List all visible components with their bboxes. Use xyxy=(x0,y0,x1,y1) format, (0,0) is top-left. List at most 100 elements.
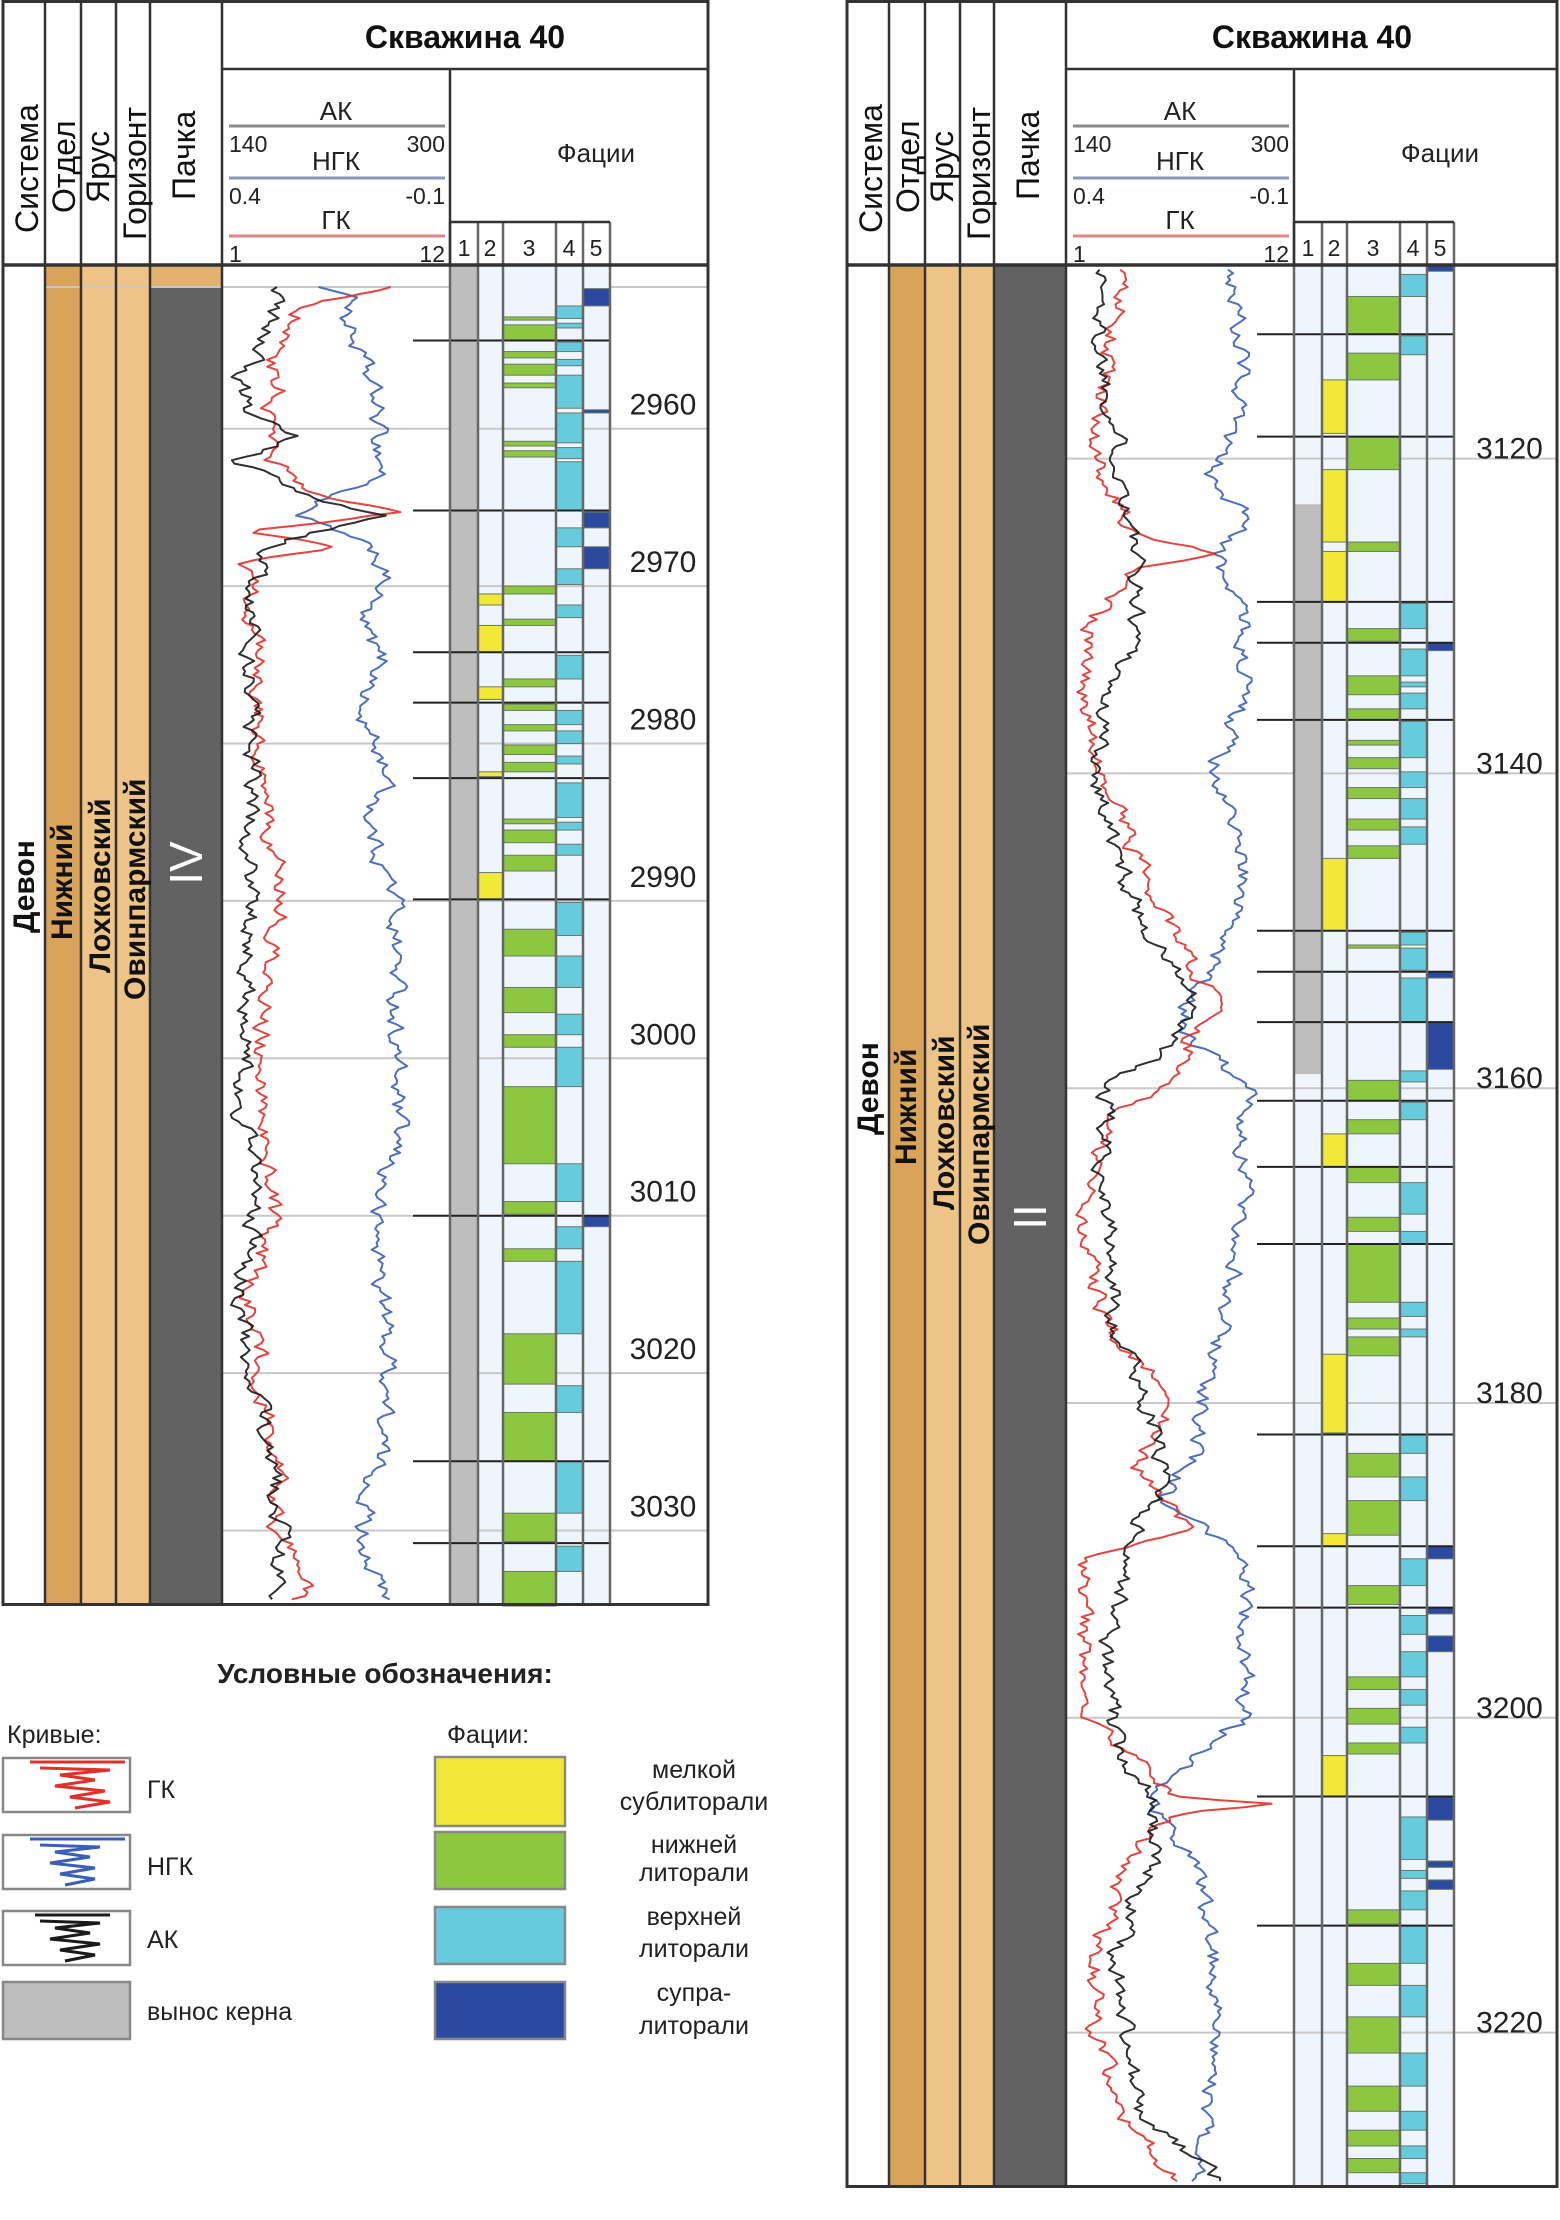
upper-littoral-interval xyxy=(555,654,584,680)
upper-littoral-interval xyxy=(555,527,584,548)
upper-littoral-interval xyxy=(1399,977,1428,1023)
legend-facies-label: супра- xyxy=(657,1979,732,2007)
lower-littoral-interval xyxy=(1346,1243,1401,1303)
upper-littoral-interval xyxy=(1399,931,1428,946)
lower-littoral-interval xyxy=(502,928,557,957)
scale1-min: 140 xyxy=(229,131,267,157)
lower-littoral-interval xyxy=(502,678,557,688)
facies-header: Фации xyxy=(1401,138,1479,168)
ngk-curve xyxy=(295,286,411,1601)
shallow-sublittoral-interval xyxy=(477,686,504,700)
lower-littoral-interval xyxy=(1346,1500,1401,1536)
header-system: Система xyxy=(9,104,45,233)
log-header-ngk: НГК xyxy=(1156,146,1204,176)
pachka-label: II xyxy=(1004,1204,1056,1230)
core-recovery-interval xyxy=(1294,504,1322,1075)
shallow-sublittoral-interval xyxy=(1321,1755,1348,1798)
facies-column-lines xyxy=(1292,222,1456,2187)
strat-system-label: Девон xyxy=(8,840,41,933)
panel-border xyxy=(1,0,710,1606)
lower-littoral-interval xyxy=(502,1201,557,1215)
upper-littoral-interval xyxy=(555,1385,584,1413)
lower-littoral-interval xyxy=(1346,352,1401,381)
pachka-label: IV xyxy=(160,841,212,885)
horizon-column xyxy=(116,265,150,1605)
lower-littoral-interval xyxy=(502,1333,557,1385)
upper-littoral-interval xyxy=(555,843,584,856)
shallow-sublittoral-interval xyxy=(477,624,504,653)
header-otdel: Отдел xyxy=(46,120,82,213)
strat-yarus-label: Лохковский xyxy=(84,798,117,973)
upper-littoral-interval xyxy=(555,821,584,831)
lower-littoral-interval xyxy=(502,818,557,825)
legend-upper-littoral-swatch xyxy=(433,1905,567,1966)
header-pachka: Пачка xyxy=(1010,111,1046,200)
facies-number-1: 1 xyxy=(1302,235,1315,261)
upper-littoral-interval xyxy=(1399,1984,1428,2018)
depth-label: 3010 xyxy=(630,1176,697,1209)
upper-littoral-interval xyxy=(1399,692,1428,710)
lower-littoral-interval xyxy=(1346,2158,1401,2174)
upper-littoral-interval xyxy=(555,901,584,937)
upper-littoral-interval xyxy=(1399,2110,1428,2131)
upper-littoral-interval xyxy=(555,1545,584,1572)
depth-label: 3030 xyxy=(630,1490,697,1523)
upper-littoral-interval xyxy=(1399,1869,1428,1879)
facies-number-5: 5 xyxy=(590,235,603,261)
upper-littoral-interval xyxy=(1399,273,1428,297)
log-header-ak: АК xyxy=(1164,96,1197,126)
header-otdel: Отдел xyxy=(890,120,926,213)
upper-littoral-interval xyxy=(555,782,584,818)
legend: Условные обозначения: Кривые: ГК НГК АК … xyxy=(1,1658,768,2041)
lower-littoral-interval xyxy=(502,1034,557,1048)
lower-littoral-interval xyxy=(502,1512,557,1543)
upper-littoral-interval xyxy=(1399,1070,1428,1083)
lower-littoral-interval xyxy=(502,450,557,458)
scale2-min: 0.4 xyxy=(229,183,261,209)
facies-header: Фации xyxy=(557,138,635,168)
ak-curve-icon xyxy=(35,1913,110,1963)
upper-littoral-interval xyxy=(555,447,584,460)
upper-littoral-interval xyxy=(1399,720,1428,759)
lower-littoral-interval xyxy=(1346,1707,1401,1725)
otdel-column xyxy=(889,265,925,2187)
legend-core-swatch xyxy=(1,1980,132,2041)
upper-littoral-interval xyxy=(1399,1433,1428,1454)
supralittoral-interval xyxy=(1426,1545,1455,1560)
lower-littoral-interval xyxy=(1346,2016,1401,2054)
supralittoral-interval xyxy=(1426,1860,1455,1868)
strat-system-label: Девон xyxy=(852,1042,885,1135)
legend-facies-label: сублиторали xyxy=(620,1788,768,1816)
lower-littoral-interval xyxy=(1346,1166,1401,1184)
upper-littoral-interval xyxy=(555,1013,584,1036)
depth-label: 3140 xyxy=(1476,747,1543,780)
ngk-curve xyxy=(1148,268,1258,2182)
yarus-column xyxy=(925,265,960,2187)
upper-littoral-interval xyxy=(555,604,584,619)
upper-littoral-interval xyxy=(1399,1558,1428,1587)
depth-label: 3000 xyxy=(630,1018,697,1051)
legend-facies-label: мелкой xyxy=(652,1756,736,1784)
upper-littoral-interval xyxy=(555,1460,584,1514)
upper-littoral-interval xyxy=(1399,1101,1428,1121)
upper-littoral-interval xyxy=(1399,2172,1428,2185)
strat-yarus-label: Лохковский xyxy=(928,1035,961,1210)
shallow-sublittoral-interval xyxy=(1321,1533,1348,1547)
upper-littoral-interval xyxy=(1399,681,1428,688)
supralittoral-interval xyxy=(582,409,611,414)
lower-littoral-interval xyxy=(502,986,557,1014)
supralittoral-interval xyxy=(582,546,611,570)
header-yarus: Ярус xyxy=(924,131,960,203)
depth-label: 3120 xyxy=(1476,433,1543,466)
scale3-min: 1 xyxy=(229,241,242,267)
scale2-min: 0.4 xyxy=(1073,183,1105,209)
lower-littoral-interval xyxy=(1346,1909,1401,1925)
header-pachka: Пачка xyxy=(166,111,202,200)
upper-littoral-interval xyxy=(1399,1688,1428,1706)
upper-littoral-interval xyxy=(555,341,584,353)
lower-littoral-interval xyxy=(502,316,557,321)
lower-littoral-interval xyxy=(1346,1079,1401,1102)
facies-number-2: 2 xyxy=(484,235,497,261)
lower-littoral-interval xyxy=(1346,1216,1401,1232)
scale3-max: 12 xyxy=(419,241,445,267)
